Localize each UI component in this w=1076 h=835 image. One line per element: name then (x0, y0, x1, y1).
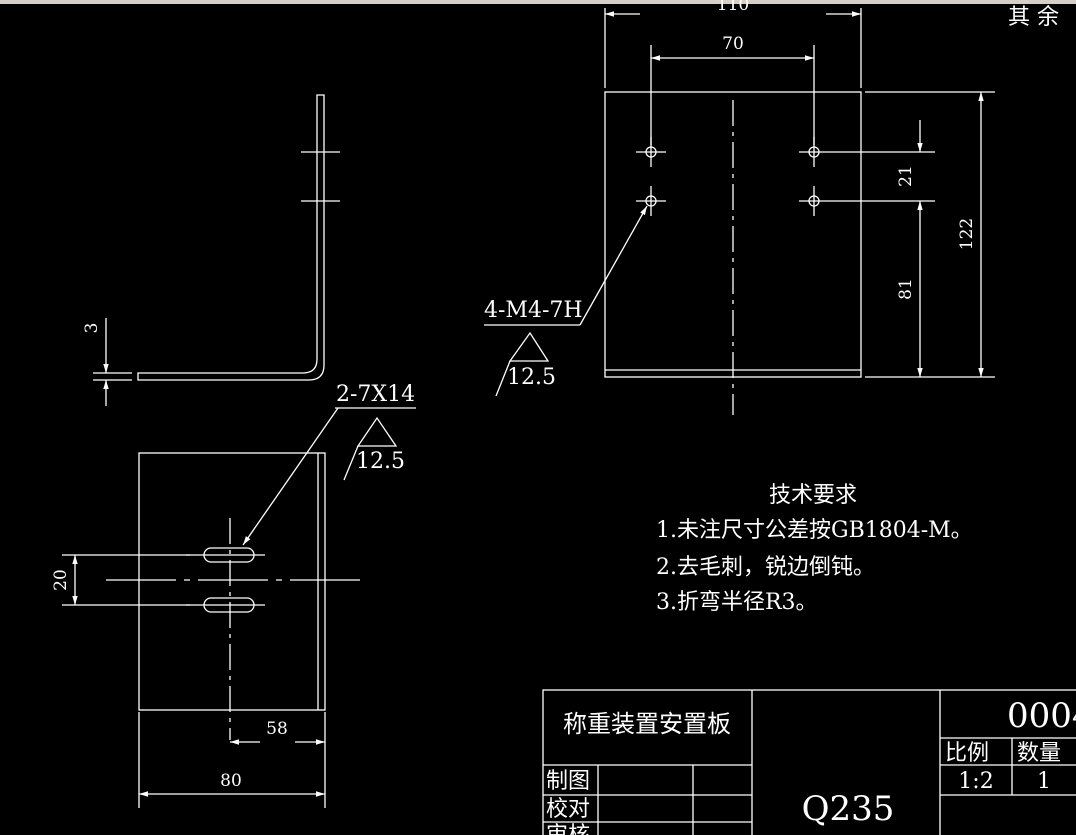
dimension-70 (650, 45, 815, 145)
bottom-view-plate (106, 452, 365, 740)
slots (186, 547, 265, 613)
scale-value: 1:2 (958, 769, 993, 794)
scale-label: 比例 (945, 741, 989, 766)
reviewed-label: 审核 (546, 823, 590, 835)
dimension-58 (230, 712, 326, 750)
tech-requirement-1: 1.未注尺寸公差按GB1804-M。 (656, 518, 973, 543)
callout-holes-text: 4-M4-7H (484, 298, 583, 323)
checked-label: 校对 (546, 797, 590, 822)
dimension-110 (604, 8, 862, 88)
dim-label-21: 21 (896, 165, 916, 187)
corner-text: 其 余 (1008, 5, 1059, 30)
callout-slots-roughness: 12.5 (356, 449, 405, 474)
drawing-number: 0004 (1007, 696, 1076, 736)
part-name: 称重装置安置板 (563, 710, 731, 738)
front-view-plate (604, 91, 862, 415)
dimension-20 (62, 554, 190, 606)
callout-holes-roughness: 12.5 (507, 365, 556, 390)
title-block (542, 689, 1076, 835)
dim-label-58: 58 (266, 719, 288, 739)
tech-requirements-title: 技术要求 (769, 483, 857, 508)
dim-label-80: 80 (220, 771, 242, 791)
dim-label-122: 122 (957, 218, 977, 250)
side-view-bracket (137, 94, 340, 381)
dimension-80 (138, 712, 326, 808)
material: Q235 (802, 789, 895, 829)
window-top-strip (0, 0, 1076, 4)
dimension-122 (865, 91, 995, 378)
quantity-value: 1 (1037, 769, 1051, 794)
dimension-thickness (93, 318, 132, 406)
dim-label-70: 70 (722, 34, 744, 54)
dim-label-20: 20 (51, 569, 71, 591)
dim-label-81: 81 (896, 278, 916, 300)
tech-requirement-2: 2.去毛刺，锐边倒钝。 (656, 555, 875, 580)
callout-holes-leader (484, 205, 648, 397)
dim-label-110: 110 (717, 0, 749, 15)
dim-label-thickness: 3 (82, 323, 102, 334)
quantity-label: 数量 (1017, 741, 1061, 766)
callout-slots-text: 2-7X14 (336, 382, 415, 407)
drawn-label: 制图 (546, 769, 590, 794)
tapped-holes (636, 137, 935, 216)
callout-slots-leader (242, 407, 416, 546)
tech-requirement-3: 3.折弯半径R3。 (656, 590, 818, 615)
